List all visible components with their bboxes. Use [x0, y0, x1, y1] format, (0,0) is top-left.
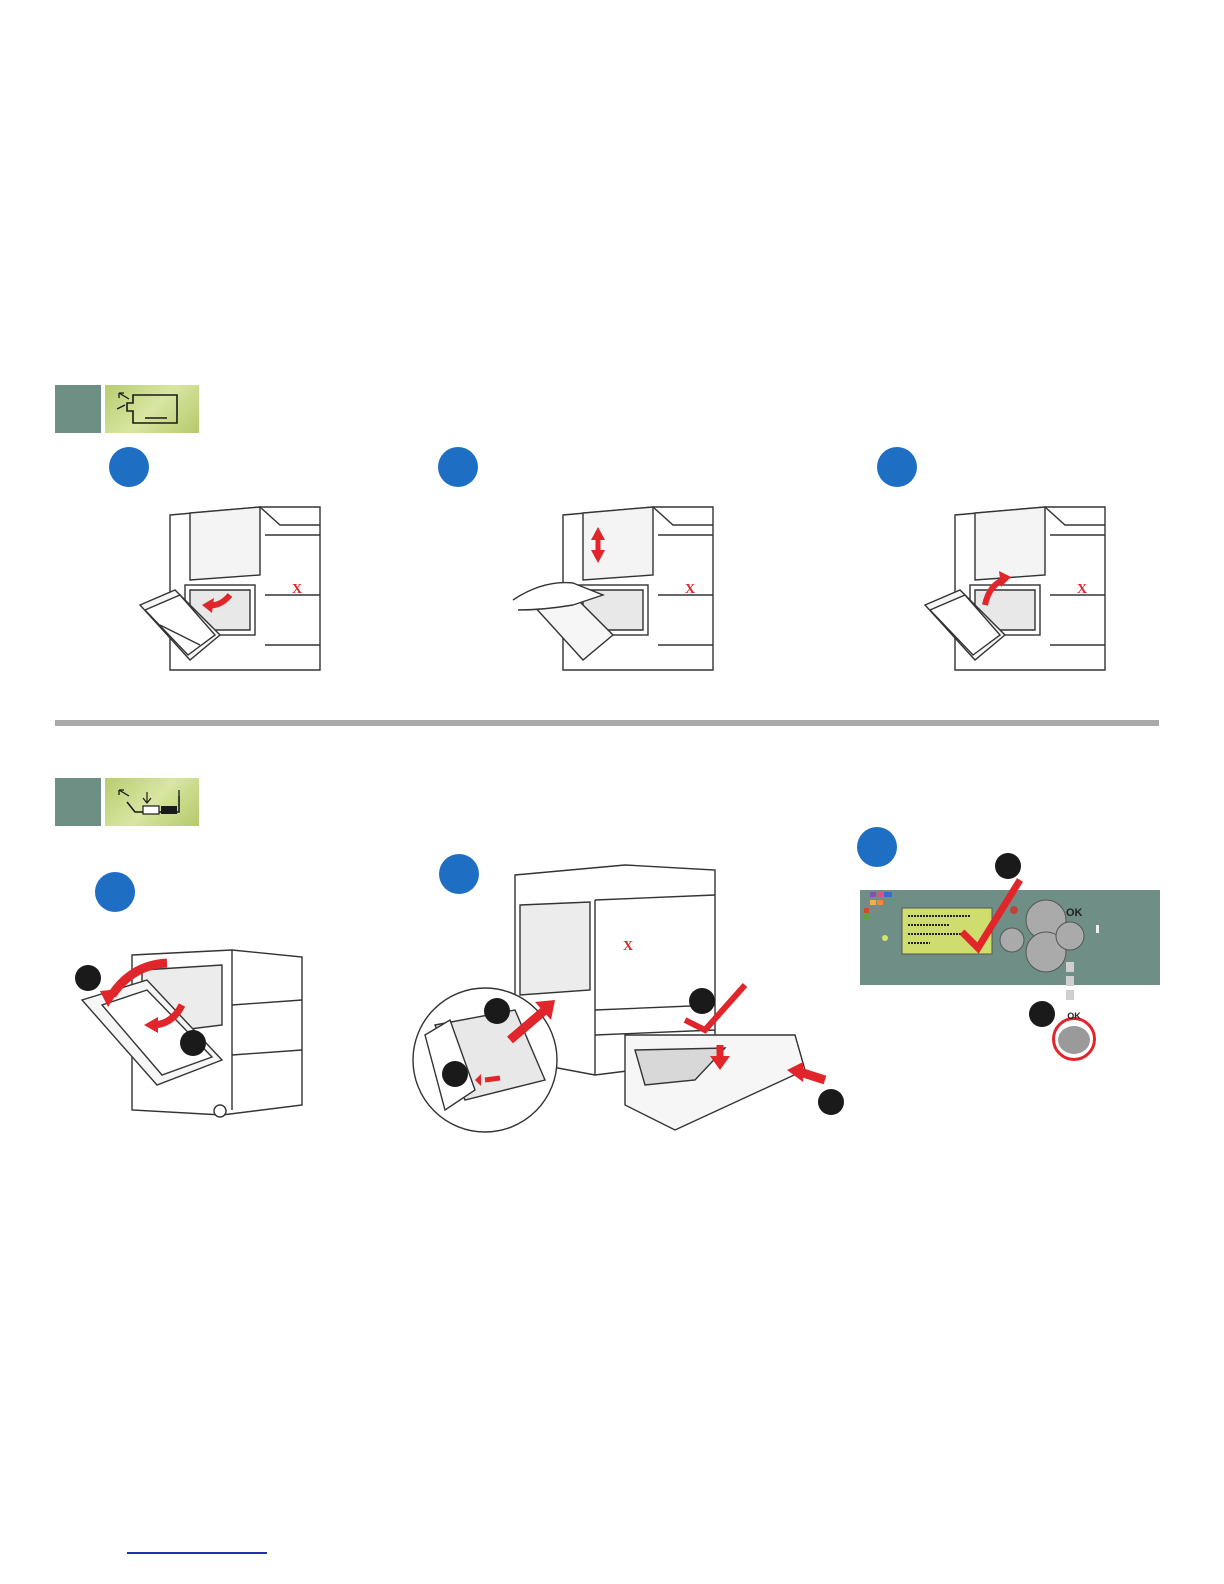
section-2-step-1-substep-b [180, 1030, 206, 1056]
tray-jam-icon [105, 778, 199, 826]
footer-link[interactable] [127, 1552, 267, 1554]
svg-text:X: X [623, 939, 633, 954]
section-2-step-3-substep-b [1029, 1001, 1055, 1027]
section-1-step-3-illustration: X [915, 495, 1115, 675]
ok-button[interactable]: OK [1052, 1017, 1096, 1061]
section-1-tab [55, 385, 101, 433]
section-2-step-2-substep-c [689, 988, 715, 1014]
ok-button-face [1058, 1026, 1090, 1054]
section-1-step-2-dot [438, 447, 478, 487]
svg-text:X: X [1077, 582, 1087, 597]
ok-button-label: OK [1055, 1011, 1093, 1021]
section-divider [55, 720, 1159, 726]
section-2-step-3-dot [857, 827, 897, 867]
section-1-step-1-dot [109, 447, 149, 487]
section-2-step-2-substep-d [818, 1089, 844, 1115]
section-2-tab [55, 778, 101, 826]
section-1-step-3-dot [877, 447, 917, 487]
section-2-step-2-substep-b [442, 1061, 468, 1087]
section-1-step-1-illustration: X [130, 495, 330, 675]
section-1-step-2-illustration: X [513, 495, 723, 675]
svg-text:X: X [685, 582, 695, 597]
panel-ok-label: OK [1066, 907, 1083, 919]
control-panel-illustration: OK [860, 870, 1160, 1050]
section-2-step-3-substep-a [995, 853, 1021, 879]
section-1-icon-box [105, 385, 199, 433]
section-2-step-1-dot [95, 872, 135, 912]
section-2-icon-box [105, 778, 199, 826]
section-2-step-2-illustration: X [405, 860, 845, 1150]
tray-bypass-jam-icon [105, 385, 199, 433]
section-2-step-2-substep-a [484, 998, 510, 1024]
section-2-step-1-substep-a [75, 965, 101, 991]
svg-text:X: X [292, 582, 302, 597]
